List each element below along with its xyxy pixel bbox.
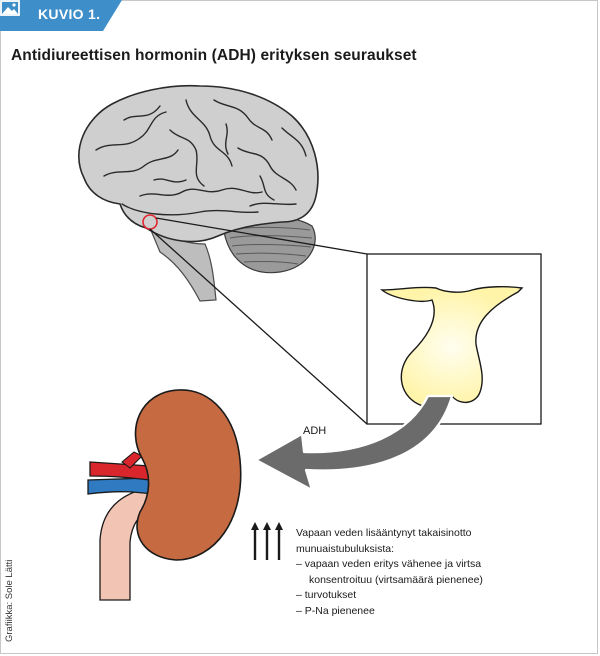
graphics-credit: Grafiikka: Sole Lätti xyxy=(4,559,15,642)
zoom-line-upper xyxy=(155,217,368,255)
kidney xyxy=(87,389,242,601)
triple-up-arrow-icon xyxy=(251,522,283,560)
header-tab-shape xyxy=(0,0,122,31)
brain-cerebrum xyxy=(78,84,319,243)
effects-list: Vapaan veden lisääntynyt takaisinotto mu… xyxy=(296,526,586,619)
effect-item-3: – P-Na pienenee xyxy=(296,604,375,617)
adh-arrow-label: ADH xyxy=(303,425,327,437)
pituitary-gland xyxy=(380,285,524,408)
adh-arrow xyxy=(254,394,454,492)
figure-title: Antidiureettisen hormonin (ADH) eritykse… xyxy=(11,47,417,64)
image-icon xyxy=(0,0,20,16)
zoom-line-lower xyxy=(149,228,368,425)
figure-header-tab: KUVIO 1. xyxy=(0,0,122,31)
effects-heading-line-1: Vapaan veden lisääntynyt takaisinotto xyxy=(296,527,472,539)
effect-item-1-continued: konsentroituu (virtsamäärä pienenee) xyxy=(309,573,483,586)
kidney-body xyxy=(134,389,242,561)
effect-item-2: – turvotukset xyxy=(296,589,357,601)
figure-label: KUVIO 1. xyxy=(38,6,101,22)
effects-heading-line-2: munuaistubuluksista: xyxy=(296,542,395,555)
renal-artery xyxy=(89,461,151,481)
renal-vein xyxy=(87,477,153,495)
effect-item-1: – vapaan veden eritys vähenee ja virtsa xyxy=(296,558,482,570)
